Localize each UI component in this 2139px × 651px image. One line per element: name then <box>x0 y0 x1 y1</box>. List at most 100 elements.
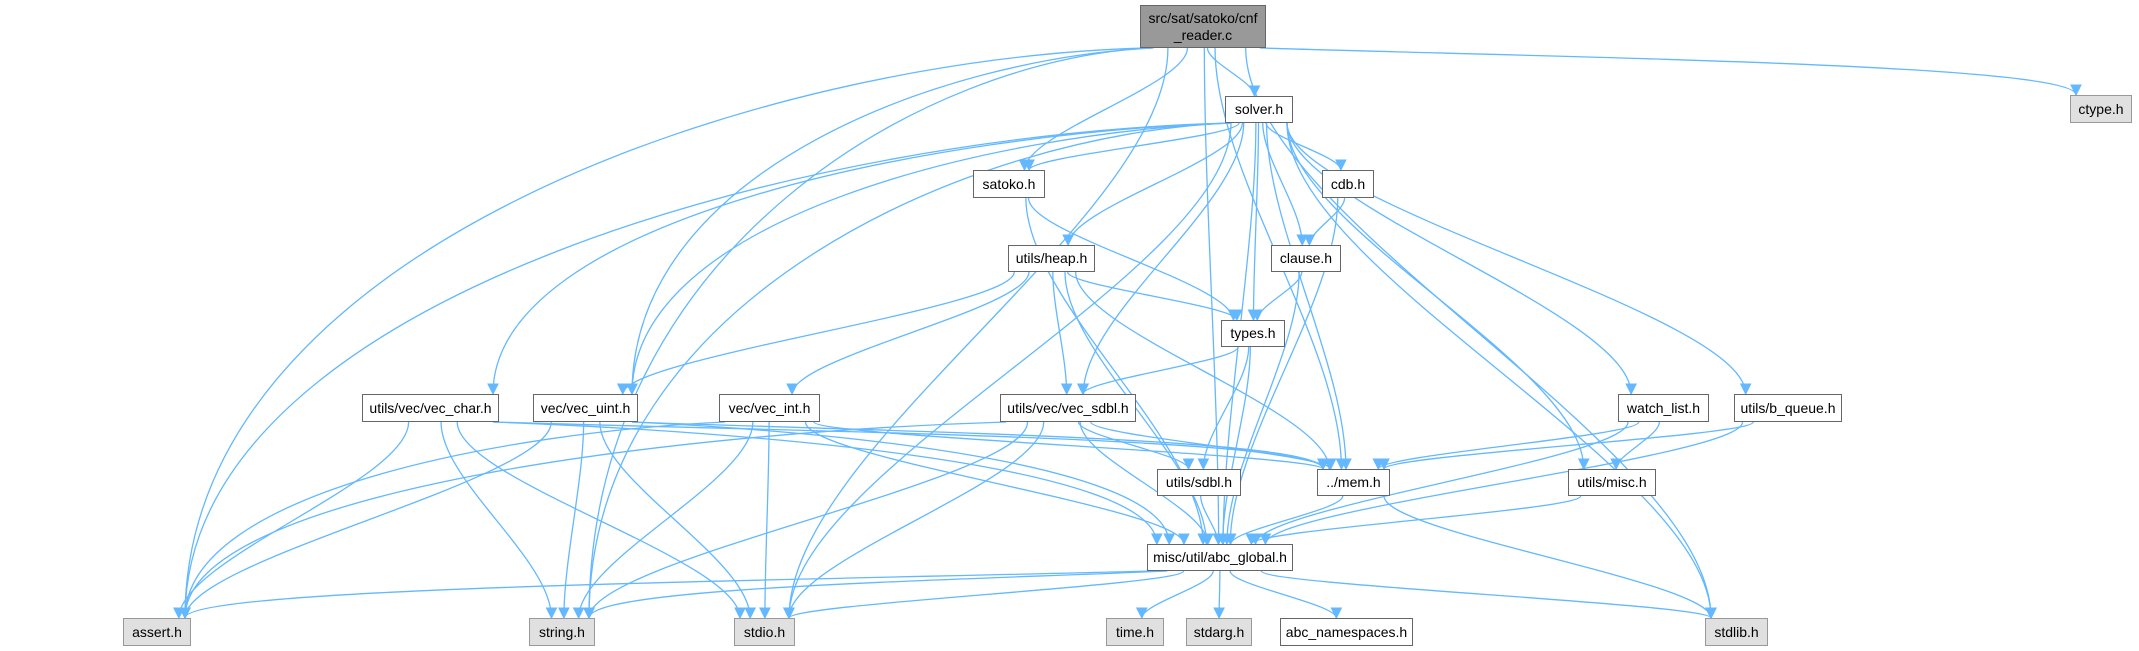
edge-cnf-to-stdio <box>783 47 1169 620</box>
edge-bqueue-to-mem <box>1378 421 1754 471</box>
edge-satoko-to-abc <box>1025 197 1209 546</box>
edge-mem-to-abc <box>1224 495 1344 546</box>
graph-node-cnf[interactable]: src/sat/satoko/cnf _reader.c <box>1140 5 1266 48</box>
edge-cnf-to-assert <box>179 47 1147 620</box>
edge-clause-to-types <box>1251 271 1303 322</box>
edge-vint-to-mem <box>813 421 1329 471</box>
graph-node-string: string.h <box>529 618 595 646</box>
edge-sdbl-to-abc <box>1200 495 1225 546</box>
edge-vchar-to-assert <box>173 421 410 620</box>
edge-abc-to-stdlib <box>1260 570 1717 620</box>
graph-node-vint[interactable]: vec/vec_int.h <box>719 394 820 422</box>
edge-vsdbl-to-assert <box>179 421 1007 620</box>
edge-types-to-sdbl <box>1197 346 1250 471</box>
edge-watch-to-abc <box>1249 421 1629 546</box>
edge-vuint-to-assert <box>179 421 552 620</box>
edge-bqueue-to-abc <box>1259 421 1744 546</box>
edge-types-to-abc <box>1216 346 1252 546</box>
graph-node-misc[interactable]: utils/misc.h <box>1568 469 1656 496</box>
graph-node-ctype: ctype.h <box>2070 95 2132 123</box>
graph-node-stdarg: stdarg.h <box>1186 618 1252 646</box>
graph-node-vuint[interactable]: vec/vec_uint.h <box>533 394 638 422</box>
edge-cnf-to-vuint <box>626 47 1154 396</box>
edge-abc-to-ns <box>1229 570 1343 620</box>
edge-heap-to-vsdbl <box>1052 271 1073 396</box>
edge-clause-to-abc <box>1221 271 1300 546</box>
edge-vsdbl-to-stdio <box>782 421 1045 620</box>
edge-solver-to-types <box>1247 122 1260 322</box>
edge-vuint-to-stdio <box>599 421 757 620</box>
edge-satoko-to-types <box>1027 197 1240 322</box>
edge-types-to-vsdbl <box>1077 346 1239 396</box>
edge-cdb-to-clause <box>1303 197 1346 247</box>
edge-cnf-to-solver <box>1206 47 1261 98</box>
graph-node-ns[interactable]: abc_namespaces.h <box>1280 618 1413 646</box>
edge-heap-to-vint <box>786 271 1030 396</box>
edge-solver-to-bqueue <box>1286 122 1752 396</box>
edge-mem-to-stdlib <box>1383 495 1717 620</box>
graph-node-mem[interactable]: ../mem.h <box>1317 469 1390 496</box>
graph-node-cdb[interactable]: cdb.h <box>1322 170 1374 198</box>
edge-misc-to-abc <box>1245 495 1582 546</box>
edge-solver-to-string <box>583 122 1232 620</box>
edge-vint-to-abc <box>804 421 1190 546</box>
edge-vuint-to-string <box>558 421 585 620</box>
edge-vchar-to-string <box>440 421 558 620</box>
edge-solver-to-assert <box>179 122 1232 620</box>
graph-node-types[interactable]: types.h <box>1221 320 1285 347</box>
edge-vchar-to-abc <box>492 421 1163 546</box>
edge-vsdbl-to-sdbl <box>1077 421 1195 471</box>
edge-cnf-to-ctype <box>1259 47 2082 97</box>
edge-vint-to-assert <box>179 421 726 620</box>
edge-heap-to-vuint <box>617 271 1015 396</box>
edge-vint-to-stdio <box>759 421 771 620</box>
edge-abc-to-stdarg <box>1213 570 1225 620</box>
edge-abc-to-time <box>1136 570 1214 620</box>
edge-solver-to-clause <box>1262 122 1309 247</box>
edge-abc-to-stdio <box>783 570 1185 620</box>
edge-cdb-to-abc <box>1224 197 1339 546</box>
edge-heap-to-types <box>1066 271 1243 322</box>
edge-heap-to-mem <box>1075 271 1336 471</box>
edge-solver-to-misc <box>1286 122 1590 471</box>
edge-vsdbl-to-string <box>583 421 1029 620</box>
edge-watch-to-mem <box>1372 421 1640 471</box>
edge-solver-to-mem <box>1265 122 1352 471</box>
graph-node-time: time.h <box>1106 618 1164 646</box>
graph-node-stdlib: stdlib.h <box>1705 618 1768 646</box>
edge-abc-to-string <box>583 570 1168 620</box>
graph-node-watch[interactable]: watch_list.h <box>1618 394 1709 422</box>
graph-node-sdbl[interactable]: utils/sdbl.h <box>1157 469 1241 496</box>
edge-solver-to-stdlib <box>1286 122 1717 620</box>
graph-node-clause[interactable]: clause.h <box>1271 245 1341 272</box>
edge-solver-to-satoko <box>1023 122 1240 172</box>
edge-vsdbl-to-abc <box>1079 421 1214 546</box>
edge-vchar-to-stdio <box>456 421 746 620</box>
edge-solver-to-cdb <box>1265 122 1347 172</box>
edge-vint-to-string <box>572 421 754 620</box>
graph-node-vchar[interactable]: utils/vec/vec_char.h <box>362 394 499 422</box>
edge-watch-to-misc <box>1610 421 1661 471</box>
edge-solver-to-vsdbl <box>1077 122 1245 396</box>
graph-node-heap[interactable]: utils/heap.h <box>1008 245 1095 272</box>
edge-vuint-to-abc <box>631 421 1176 546</box>
edge-vuint-to-mem <box>631 421 1329 471</box>
graph-node-solver[interactable]: solver.h <box>1225 96 1293 123</box>
graph-node-satoko[interactable]: satoko.h <box>973 170 1045 198</box>
edge-abc-to-assert <box>179 570 1154 620</box>
edge-solver-to-stdio <box>783 122 1232 620</box>
edge-cnf-to-satoko <box>1018 47 1189 172</box>
graph-node-stdio: stdio.h <box>734 618 795 646</box>
edge-cnf-to-stdlib <box>1245 47 1717 620</box>
edge-vsdbl-to-mem <box>1090 421 1337 471</box>
graph-node-vsdbl[interactable]: utils/vec/vec_sdbl.h <box>1000 394 1136 422</box>
edge-solver-to-vchar <box>487 122 1232 396</box>
edge-solver-to-heap <box>1062 122 1244 247</box>
graph-node-abc[interactable]: misc/util/abc_global.h <box>1147 544 1293 571</box>
graph-node-assert: assert.h <box>123 618 191 646</box>
graph-node-bqueue[interactable]: utils/b_queue.h <box>1734 394 1842 422</box>
edge-solver-to-vuint <box>626 122 1232 396</box>
edge-solver-to-watch <box>1286 122 1637 396</box>
